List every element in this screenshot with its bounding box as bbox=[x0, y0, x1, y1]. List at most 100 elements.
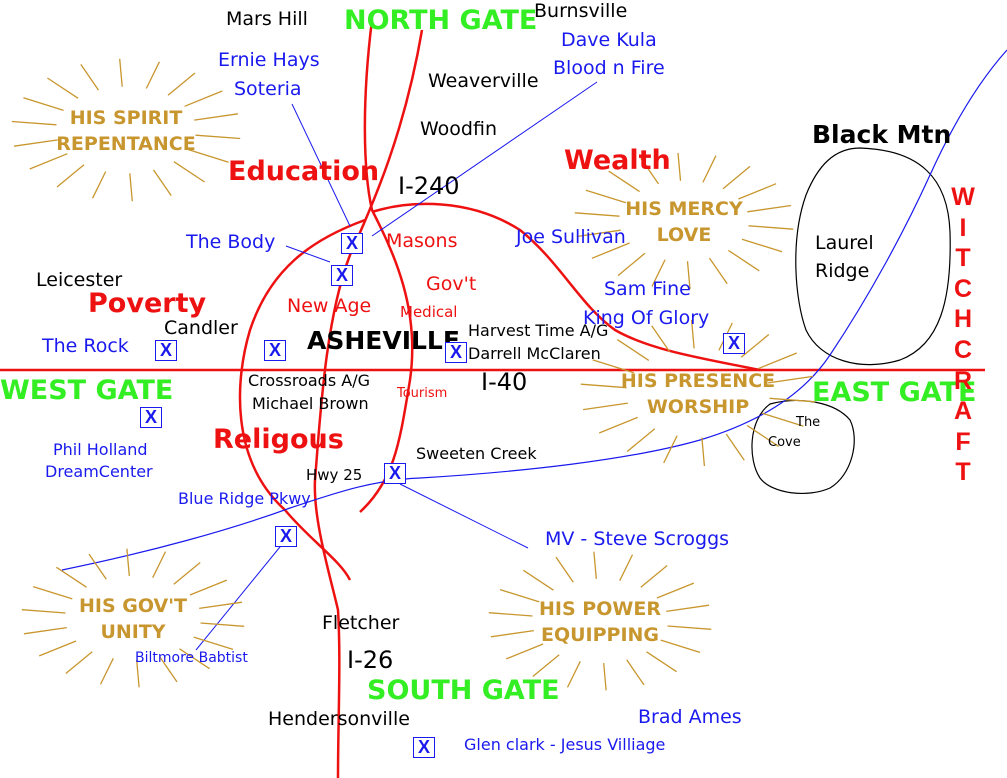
burst-ray bbox=[603, 663, 607, 691]
burst-mercy-rays bbox=[574, 152, 794, 290]
place-weaverville: Weaverville bbox=[428, 70, 539, 92]
burst-ray bbox=[738, 183, 777, 200]
place-darrell: Darrell McClaren bbox=[468, 344, 601, 363]
ministry-soteria: Soteria bbox=[234, 78, 302, 100]
burst-ray bbox=[651, 325, 671, 353]
burst-presence-line1: HIS PRESENCE bbox=[620, 370, 776, 392]
burst-ray bbox=[200, 622, 245, 627]
burst-power-rays bbox=[488, 551, 712, 691]
place-asheville: ASHEVILLE bbox=[307, 326, 460, 355]
burst-ray bbox=[702, 155, 717, 183]
black-mtn-region bbox=[795, 147, 951, 366]
burst-ray bbox=[746, 425, 780, 447]
burst-ray bbox=[747, 204, 792, 213]
burst-ray bbox=[159, 656, 178, 683]
burst-ray bbox=[523, 569, 554, 591]
burst-ray bbox=[490, 629, 534, 638]
burst-ray bbox=[505, 643, 544, 660]
burst-presence-line2: WORSHIP bbox=[646, 395, 750, 418]
burst-govt-rays bbox=[21, 548, 245, 688]
burst-ray bbox=[173, 561, 201, 585]
burst-ray bbox=[640, 157, 660, 185]
place-burnsville: Burnsville bbox=[534, 0, 628, 22]
burst-presence-rays bbox=[580, 319, 816, 467]
burst-ray bbox=[136, 660, 140, 688]
burst-ray bbox=[152, 551, 167, 578]
burst-ray bbox=[566, 661, 581, 688]
ministry-blue-ridge-pkwy: Blue Ridge Pkwy bbox=[178, 489, 311, 508]
ministry-blood-n-fire: Blood n Fire bbox=[553, 57, 665, 79]
burst-ray bbox=[56, 164, 85, 188]
burst-ray bbox=[592, 359, 634, 374]
place-cove: Cove bbox=[768, 435, 801, 450]
arrow-soteria bbox=[291, 103, 351, 227]
burst-ray bbox=[677, 152, 682, 181]
burst-ray bbox=[189, 579, 228, 596]
witchcraft-letter: C bbox=[953, 335, 973, 364]
burst-ray bbox=[488, 612, 533, 617]
ministry-sam-fine: Sam Fine bbox=[604, 278, 691, 300]
witchcraft-letter: C bbox=[953, 274, 973, 303]
burst-ray bbox=[574, 212, 620, 217]
burst-ray bbox=[129, 173, 133, 202]
marker-x: X bbox=[275, 526, 297, 547]
witchcraft-letter: R bbox=[953, 366, 973, 395]
ministry-mv-steve: MV - Steve Scroggs bbox=[545, 528, 730, 550]
burst-ray bbox=[762, 412, 804, 427]
burst-ray bbox=[173, 161, 205, 183]
label-i240: I-240 bbox=[398, 172, 460, 200]
burst-ray bbox=[555, 556, 574, 583]
arrow-the-body bbox=[285, 245, 331, 263]
witchcraft-letter: F bbox=[955, 427, 971, 456]
ministry-the-rock: The Rock bbox=[42, 335, 129, 357]
burst-ray bbox=[152, 169, 172, 196]
stronghold-religous: Religous bbox=[213, 424, 344, 455]
burst-ray bbox=[119, 58, 123, 87]
burst-ray bbox=[666, 604, 710, 613]
burst-ray bbox=[626, 659, 645, 686]
place-sweeten-creek: Sweeten Creek bbox=[416, 444, 537, 463]
burst-ray bbox=[23, 626, 67, 635]
arrow-blood-n-fire bbox=[371, 81, 598, 237]
burst-ray bbox=[701, 437, 706, 467]
burst-ray bbox=[13, 139, 58, 147]
burst-ray bbox=[617, 252, 646, 277]
ministry-dreamcenter: DreamCenter bbox=[45, 462, 153, 481]
marker-x: X bbox=[155, 340, 177, 361]
south-gate-label: SOUTH GATE bbox=[367, 675, 560, 706]
witchcraft-letter: T bbox=[955, 458, 971, 487]
stronghold-wealth: Wealth bbox=[564, 145, 671, 176]
burst-ray bbox=[593, 551, 597, 579]
i240-upper-road bbox=[359, 19, 414, 513]
burst-ray bbox=[616, 339, 650, 361]
witchcraft-label: W I T C H C R A F T bbox=[948, 182, 978, 488]
burst-ray bbox=[195, 134, 241, 140]
burst-ray bbox=[740, 333, 770, 358]
burst-ray bbox=[660, 639, 701, 654]
burst-spirit-line1: HIS SPIRIT bbox=[69, 107, 183, 129]
ministry-brad-ames: Brad Ames bbox=[638, 706, 742, 728]
place-woodfin: Woodfin bbox=[420, 118, 497, 140]
east-gate-label: EAST GATE bbox=[812, 377, 977, 408]
stronghold-poverty: Poverty bbox=[88, 288, 207, 319]
burst-mercy-line1: HIS MERCY bbox=[625, 198, 743, 220]
burst-ray bbox=[32, 585, 73, 600]
burst-ray bbox=[88, 553, 107, 580]
burst-ray bbox=[608, 170, 640, 193]
burst-ray bbox=[626, 428, 656, 453]
burst-presence-label: HIS PRESENCE WORSHIP bbox=[616, 369, 780, 420]
burst-govt-label: HIS GOV'T UNITY bbox=[63, 594, 203, 645]
place-the: The bbox=[796, 415, 821, 430]
witchcraft-letter: T bbox=[955, 244, 971, 273]
marker-x: X bbox=[331, 265, 353, 286]
arrow-biltmore bbox=[195, 541, 285, 651]
burst-ray bbox=[80, 64, 100, 91]
burst-power-line2: EQUIPPING bbox=[540, 623, 660, 646]
burst-spirit-label: HIS SPIRIT REPENTANCE bbox=[56, 106, 196, 157]
blue-ridge-parkway bbox=[61, 49, 1007, 571]
burst-ray bbox=[11, 120, 57, 126]
burst-mercy-label: HIS MERCY LOVE bbox=[614, 197, 754, 248]
burst-ray bbox=[167, 72, 196, 96]
east-loop-road bbox=[371, 202, 761, 372]
